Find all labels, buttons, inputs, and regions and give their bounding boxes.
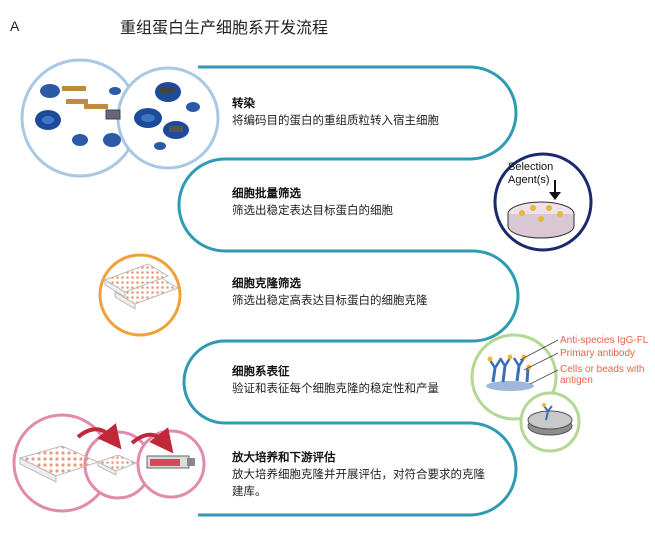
step-heading: 细胞批量筛选 bbox=[232, 188, 301, 200]
step-heading: 转染 bbox=[232, 98, 255, 110]
step-heading: 细胞系表征 bbox=[232, 366, 290, 378]
clone-plate-icon bbox=[98, 253, 182, 337]
step-transfection: 转染 将编码目的蛋白的重组质粒转入宿主细胞 bbox=[232, 96, 439, 130]
step-clone-screening: 细胞克隆筛选 筛选出稳定高表达目标蛋白的细胞克隆 bbox=[232, 276, 428, 310]
label-antigen: antigen bbox=[560, 375, 593, 386]
step-heading: 放大培养和下游评估 bbox=[232, 452, 336, 464]
selection-agent-label: Selection Agent(s) bbox=[508, 161, 554, 186]
label-cells-or-beads: Cells or beads with bbox=[560, 364, 645, 375]
process-track bbox=[177, 65, 520, 517]
step-description: 将编码目的蛋白的重组质粒转入宿主细胞 bbox=[232, 115, 439, 127]
transfection-icon bbox=[20, 58, 220, 178]
diagram-title: 重组蛋白生产细胞系开发流程 bbox=[120, 20, 329, 37]
step-pool-screening: 细胞批量筛选 筛选出稳定表达目标蛋白的细胞 bbox=[232, 186, 393, 220]
characterization-icon bbox=[470, 333, 581, 453]
step-description: 验证和表征每个细胞克隆的稳定性和产量 bbox=[232, 383, 439, 395]
step-description: 放大培养细胞克隆并开展评估，对符合要求的克隆建库。 bbox=[232, 469, 485, 498]
label-primary-antibody: Primary antibody bbox=[560, 348, 636, 359]
step-description: 筛选出稳定表达目标蛋白的细胞 bbox=[232, 205, 393, 217]
step-scale-up: 放大培养和下游评估 放大培养细胞克隆并开展评估，对符合要求的克隆建库。 bbox=[232, 450, 492, 501]
panel-letter: A bbox=[10, 18, 20, 34]
step-characterization: 细胞系表征 验证和表征每个细胞克隆的稳定性和产量 bbox=[232, 364, 439, 398]
step-description: 筛选出稳定高表达目标蛋白的细胞克隆 bbox=[232, 295, 428, 307]
selection-dish-icon bbox=[493, 152, 593, 252]
scale-up-icon bbox=[12, 413, 206, 513]
label-anti-species-igg: Anti-species IgG-FL bbox=[560, 335, 649, 346]
step-heading: 细胞克隆筛选 bbox=[232, 278, 301, 290]
